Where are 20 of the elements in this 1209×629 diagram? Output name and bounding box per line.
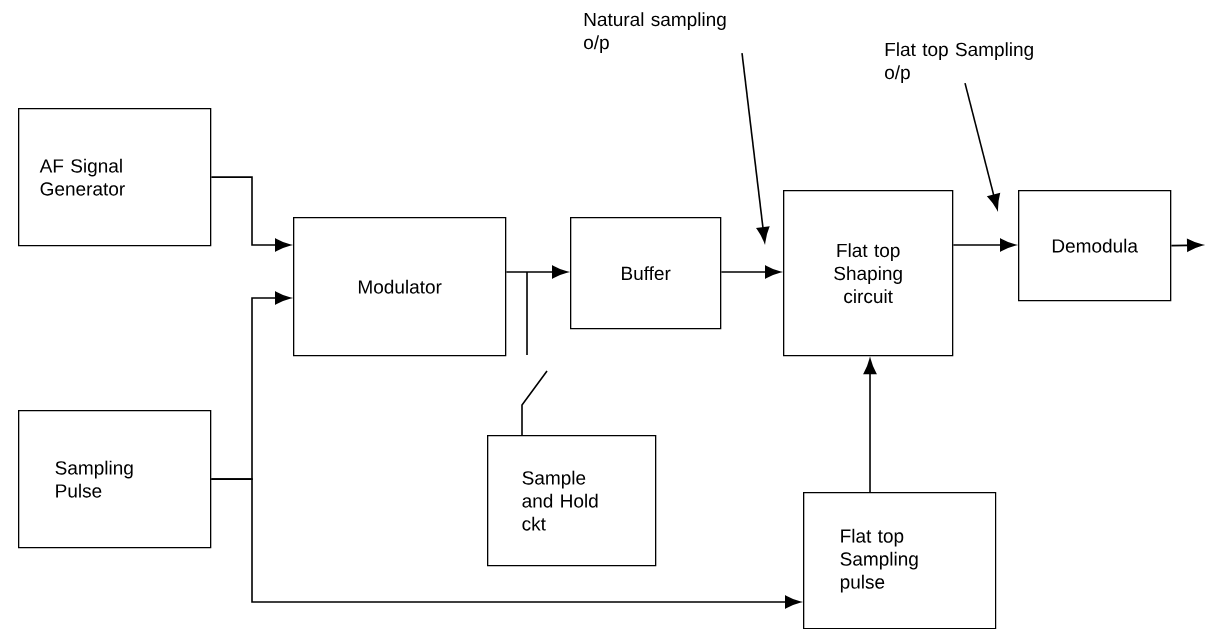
process-box: Modulator bbox=[293, 217, 507, 357]
arrow bbox=[210, 478, 801, 609]
process-box: Sample and Hold ckt bbox=[487, 435, 657, 567]
arrow bbox=[1170, 238, 1203, 252]
process-box: AF Signal Generator bbox=[18, 108, 212, 247]
annotation-text: Natural sampling o/p bbox=[584, 12, 726, 53]
process-box: Sampling Pulse bbox=[18, 410, 212, 549]
process-box: Buffer bbox=[570, 217, 722, 330]
switch-line bbox=[521, 271, 548, 436]
leader-arrow bbox=[964, 82, 1000, 210]
arrow bbox=[505, 265, 568, 279]
arrow bbox=[952, 238, 1016, 252]
process-box: Demodula bbox=[1018, 190, 1172, 302]
process-box: Flat top Shaping circuit bbox=[783, 190, 954, 357]
process-box: Flat top Sampling pulse bbox=[803, 492, 997, 629]
arrow bbox=[863, 358, 877, 493]
annotation-text: Flat top Sampling o/p bbox=[885, 42, 1033, 83]
arrow bbox=[210, 176, 291, 252]
leader-arrow bbox=[741, 52, 770, 243]
arrow bbox=[720, 265, 781, 279]
